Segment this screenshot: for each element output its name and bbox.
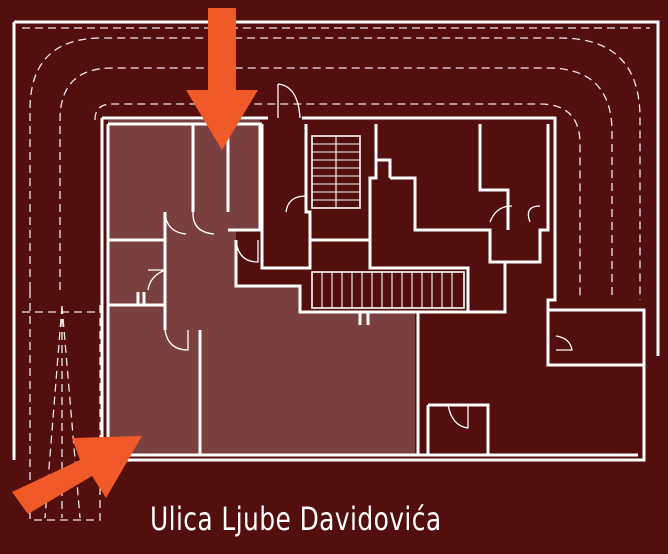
door-swings — [147, 83, 573, 429]
staircase-lower — [311, 271, 465, 309]
garage-ramp — [12, 20, 660, 521]
street-name-label: Ulica Ljube Davidovića — [150, 500, 442, 538]
staircase-upper — [311, 135, 361, 209]
entrance-arrow-bottom-left — [12, 436, 142, 514]
entrance-arrow-top — [186, 8, 258, 150]
